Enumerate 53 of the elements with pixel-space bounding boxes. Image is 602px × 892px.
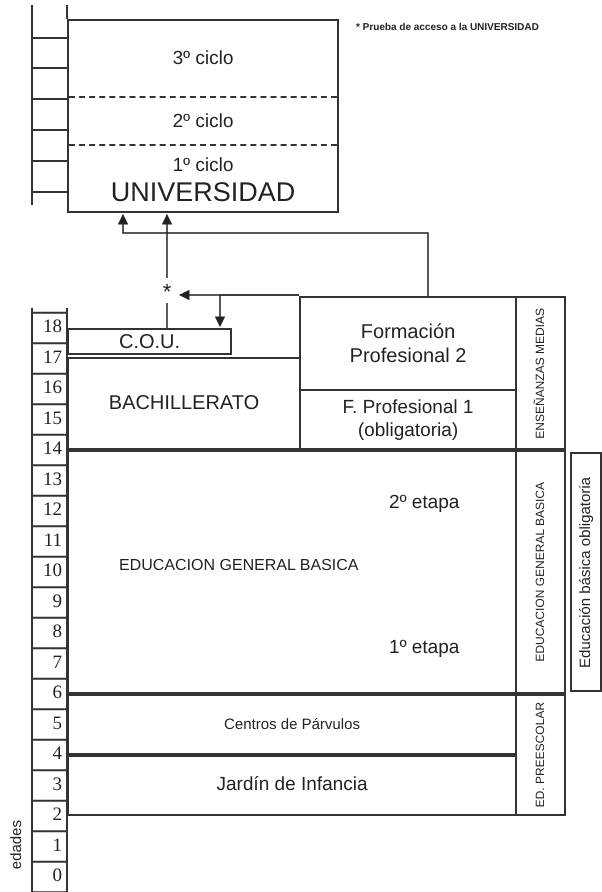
stage-label: 2º etapa bbox=[389, 492, 460, 514]
band-box bbox=[515, 694, 566, 816]
arrow bbox=[118, 214, 429, 296]
age-number: 0 bbox=[52, 865, 62, 887]
age-number: 2 bbox=[52, 804, 62, 826]
stage-label: 1º etapa bbox=[389, 637, 460, 659]
institution-title: UNIVERSIDAD bbox=[110, 177, 296, 208]
asterisk-mark: * bbox=[162, 278, 172, 306]
age-number: 17 bbox=[42, 346, 62, 368]
age-number: 9 bbox=[52, 590, 62, 612]
arrow bbox=[214, 294, 299, 328]
stage-box bbox=[67, 755, 517, 816]
age-number: 14 bbox=[42, 438, 62, 460]
age-number: 11 bbox=[42, 530, 62, 552]
cycle-label: 1º ciclo bbox=[172, 155, 234, 177]
age-number: 16 bbox=[42, 377, 62, 399]
stage-label: Formación Profesional 2 bbox=[348, 320, 468, 368]
stage-label: EDUCACION GENERAL BASICA bbox=[119, 557, 358, 576]
cycle-label: 3º ciclo bbox=[172, 48, 234, 70]
band-label: Educación básica obligatoria bbox=[577, 476, 595, 668]
stage-label: Centros de Párvulos bbox=[224, 716, 360, 734]
band-label: ENSEÑANZAS MEDIAS bbox=[533, 308, 548, 438]
stage-box bbox=[67, 694, 517, 755]
age-number: 6 bbox=[52, 682, 62, 704]
age-number: 4 bbox=[52, 743, 62, 765]
band-box bbox=[515, 296, 566, 450]
university-box bbox=[67, 19, 339, 213]
stage-box bbox=[67, 450, 517, 694]
age-number: 18 bbox=[42, 316, 62, 338]
age-number: 15 bbox=[42, 408, 62, 430]
band-label: ED. PREESCOLAR bbox=[533, 702, 548, 808]
band-box bbox=[515, 450, 566, 694]
stage-label: Jardín de Infancia bbox=[216, 774, 368, 797]
cycle-label: 2º ciclo bbox=[172, 111, 234, 133]
band-label: EDUCACION GENERAL BASICA bbox=[533, 482, 548, 662]
stage-label: BACHILLERATO bbox=[108, 391, 260, 416]
age-number: 1 bbox=[52, 834, 62, 856]
axis-label: edades bbox=[8, 820, 25, 870]
stage-label: C.O.U. bbox=[118, 330, 180, 354]
age-number: 3 bbox=[52, 774, 62, 796]
age-number: 8 bbox=[52, 621, 62, 643]
age-number: 13 bbox=[42, 468, 62, 490]
age-number: 10 bbox=[42, 560, 62, 582]
arrow bbox=[162, 214, 172, 278]
footnote: * Prueba de acceso a la UNIVERSIDAD bbox=[356, 22, 539, 33]
age-number: 12 bbox=[42, 499, 62, 521]
connector-line bbox=[166, 303, 168, 328]
stage-box bbox=[67, 328, 232, 356]
age-number: 7 bbox=[52, 652, 62, 674]
stage-box bbox=[67, 356, 301, 450]
band-box bbox=[570, 452, 602, 692]
stage-label: F. Profesional 1 (obligatoria) bbox=[342, 396, 474, 442]
age-number: 5 bbox=[52, 712, 62, 734]
